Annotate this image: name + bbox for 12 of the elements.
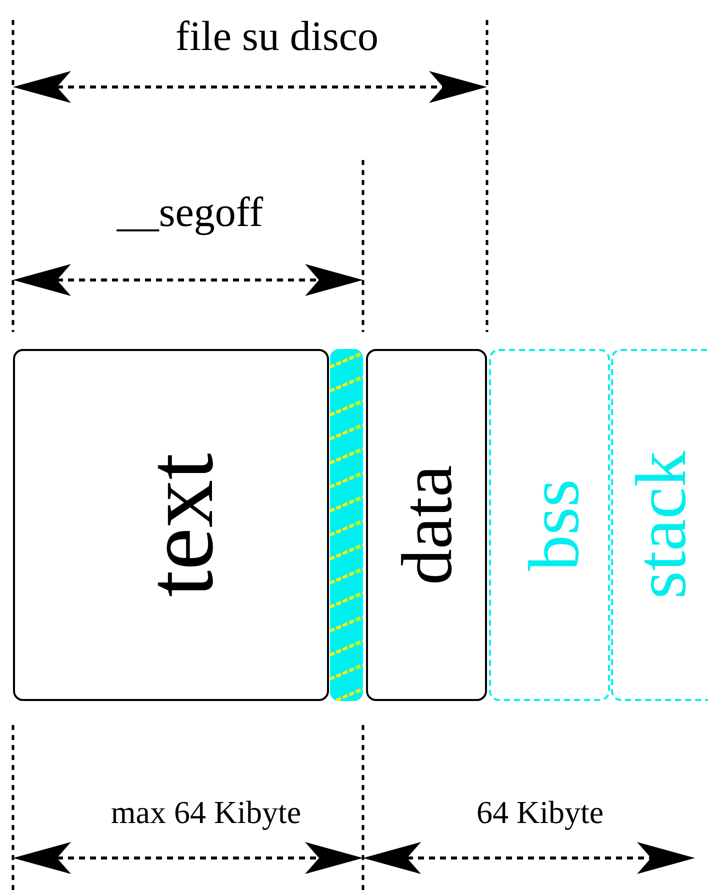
segment-label: bss xyxy=(518,478,590,572)
dimension-label: 64 Kibyte xyxy=(476,796,604,828)
dimension-label: file su disco xyxy=(176,16,378,58)
segment-label: stack xyxy=(625,451,697,599)
dimension-label: __segoff xyxy=(116,192,264,234)
segment-box xyxy=(366,349,487,701)
dimension-label: max 64 Kibyte xyxy=(110,796,302,828)
segment-label: data xyxy=(390,465,462,585)
segment-label: text xyxy=(132,453,228,597)
segment-box xyxy=(611,349,708,701)
segment-box xyxy=(13,349,329,701)
segment-box xyxy=(489,349,610,701)
